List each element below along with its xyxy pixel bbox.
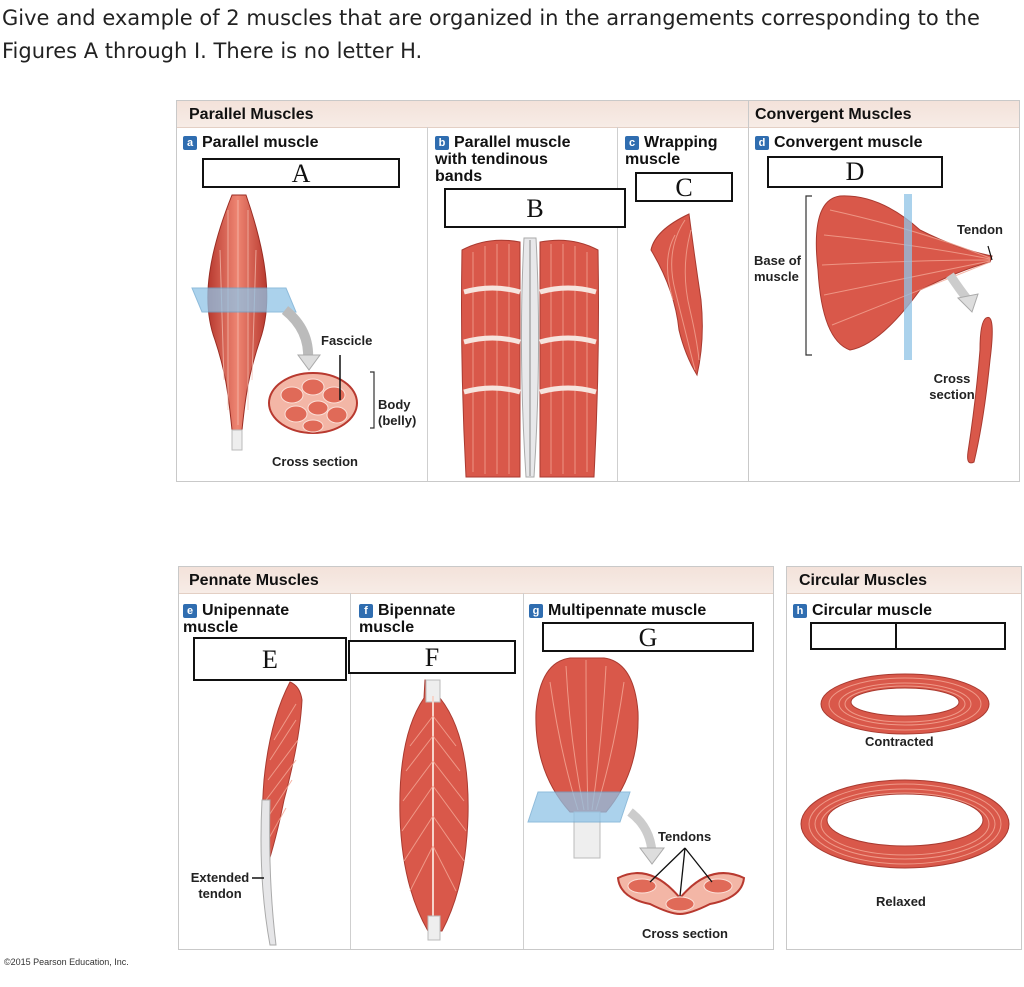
unipennate-muscle-illustration [260, 681, 303, 946]
answer-box-h-divider [895, 624, 897, 650]
label-fascicle: Fascicle [321, 333, 373, 348]
tendinous-bands-illustration [461, 237, 599, 478]
convergent-muscle-illustration [805, 194, 993, 464]
answer-box-b[interactable]: B [444, 188, 626, 228]
extended-tendon-pointer [252, 877, 264, 879]
answer-box-h[interactable] [810, 622, 1006, 650]
answer-box-a[interactable]: A [202, 158, 400, 188]
badge-h: h [793, 604, 807, 618]
badge-c: c [625, 136, 639, 150]
label-body-belly: Body (belly) [378, 397, 417, 428]
section-band [787, 567, 1021, 594]
bipennate-muscle-illustration [399, 679, 469, 941]
label-base-of-muscle: Base of muscle [754, 253, 801, 284]
question-text: Give and example of 2 muscles that are o… [2, 6, 980, 63]
copyright-notice: ©2015 Pearson Education, Inc. [4, 957, 129, 967]
section-title-pennate: Pennate Muscles [189, 572, 319, 589]
circular-muscle-illustration [800, 673, 1010, 869]
multipennate-muscle-illustration [527, 657, 746, 916]
wrapping-muscle-illustration [650, 213, 703, 377]
badge-f: f [359, 604, 373, 618]
label-contracted: Contracted [865, 734, 934, 749]
section-title-parallel: Parallel Muscles [189, 106, 314, 123]
answer-box-g[interactable]: G [542, 622, 754, 652]
section-band [749, 101, 1019, 128]
section-title-circular: Circular Muscles [799, 572, 928, 589]
label-cross-section-g: Cross section [642, 926, 728, 941]
answer-box-d[interactable]: D [767, 156, 943, 188]
badge-a: a [183, 136, 197, 150]
badge-d: d [755, 136, 769, 150]
label-tendons: Tendons [658, 829, 712, 844]
badge-b: b [435, 136, 449, 150]
section-band [177, 101, 748, 128]
label-relaxed: Relaxed [876, 894, 926, 909]
label-extended-tendon: Extended tendon [190, 870, 250, 901]
section-band [179, 567, 773, 594]
label-cross-section-d: Cross section [929, 371, 975, 402]
label-tendon: Tendon [957, 222, 1003, 237]
badge-g: g [529, 604, 543, 618]
badge-e: e [183, 604, 197, 618]
answer-box-e[interactable]: E [193, 637, 347, 681]
answer-box-c[interactable]: C [635, 172, 733, 202]
label-cross-section-a: Cross section [272, 454, 358, 469]
parallel-muscle-illustration [191, 194, 375, 451]
section-title-convergent: Convergent Muscles [755, 106, 912, 123]
answer-box-f[interactable]: F [348, 640, 516, 674]
